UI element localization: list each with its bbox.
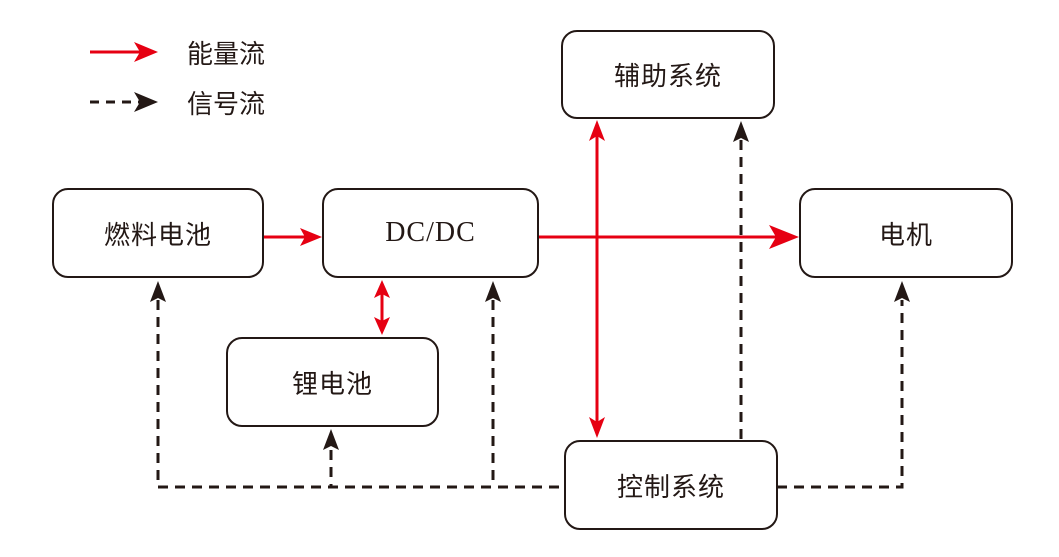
legend-energy-label: 能量流 xyxy=(187,40,266,70)
signal-arrow-fuel-cell xyxy=(150,281,166,302)
signal-arrow-dcdc xyxy=(485,281,501,302)
signal-arrow-motor xyxy=(894,281,910,302)
node-fuel-cell: 燃料电池 xyxy=(52,188,264,278)
node-control-system: 控制系统 xyxy=(564,440,778,530)
node-fuel-cell-label: 燃料电池 xyxy=(103,220,212,251)
energy-dcdc-to-motor xyxy=(538,225,799,249)
legend-signal-label: 信号流 xyxy=(187,90,266,120)
energy-dcdc-libattery-bidirectional xyxy=(374,280,390,335)
signal-arrow-aux-system xyxy=(733,121,749,142)
node-control-system-label: 控制系统 xyxy=(616,472,725,503)
node-motor: 电机 xyxy=(799,188,1013,278)
node-aux-system-label: 辅助系统 xyxy=(613,62,722,92)
node-dcdc: DC/DC xyxy=(322,188,539,278)
signal-arrowheads xyxy=(150,121,910,450)
node-aux-system: 辅助系统 xyxy=(561,30,775,119)
signal-bus xyxy=(156,140,904,489)
energy-bus-aux-control-bidirectional xyxy=(589,120,605,438)
legend-energy-arrow xyxy=(90,42,158,62)
node-li-battery: 锂电池 xyxy=(226,337,439,427)
node-li-battery-label: 锂电池 xyxy=(291,369,373,400)
energy-fuelcell-to-dcdc xyxy=(264,228,322,246)
node-motor-label: 电机 xyxy=(878,220,933,251)
legend-signal-arrow xyxy=(90,92,158,112)
node-dcdc-label: DC/DC xyxy=(385,217,476,248)
signal-arrow-li-battery xyxy=(323,429,339,450)
